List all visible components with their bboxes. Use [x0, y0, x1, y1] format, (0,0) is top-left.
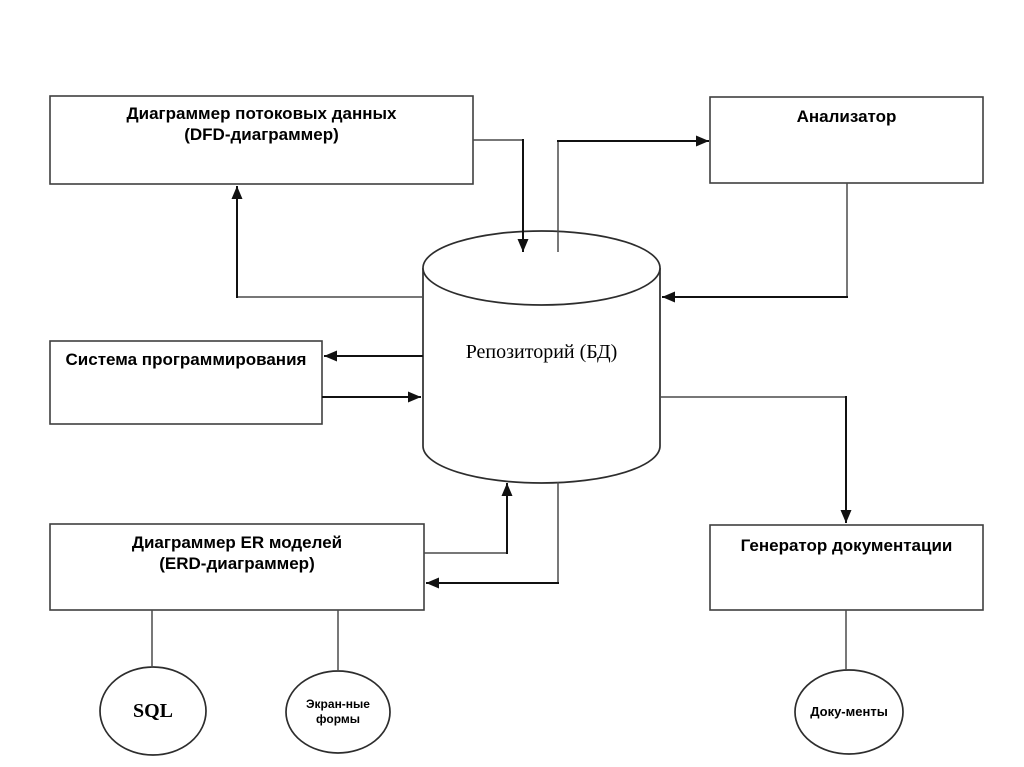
dfd-diagrammer-label: Диаграммер потоковых данных (DFD-диаграм…	[50, 103, 473, 145]
repository-cylinder	[422, 230, 661, 484]
erd-diagrammer-label-line2: (ERD-диаграммер)	[159, 554, 315, 573]
doc-generator-label: Генератор документации	[710, 535, 983, 556]
programming-system-box	[49, 340, 323, 425]
arrow-analyzer-to-repository	[662, 183, 848, 303]
erd-diagrammer-box	[49, 523, 425, 611]
screen-forms-label: Экран-ные формы	[286, 697, 390, 727]
sql-label: SQL	[132, 700, 174, 722]
repository-label: Репозиторий (БД)	[465, 341, 618, 363]
dfd-diagrammer-label-line2: (DFD-диаграммер)	[184, 125, 339, 144]
arrow-repository-to-analyzer	[557, 135, 709, 252]
documents-label: Доку-менты	[810, 704, 888, 719]
arrow-erd-to-repository	[424, 483, 513, 554]
arrow-repository-to-doc-generator	[660, 396, 852, 523]
programming-system-label-line1: Система программирования	[65, 350, 307, 369]
sql-ellipse	[99, 666, 207, 756]
dfd-diagrammer-label-line1: Диаграммер потоковых данных	[126, 104, 397, 123]
screen-forms-label-line2: формы	[316, 712, 360, 726]
screen-forms-label-line1: Экран-ные	[306, 697, 370, 711]
doc-generator-box	[709, 524, 984, 611]
arrow-repository-to-erd	[426, 482, 559, 589]
erd-diagrammer-label: Диаграммер ER моделей (ERD-диаграммер)	[50, 532, 424, 574]
dfd-diagrammer-box	[49, 95, 474, 185]
doc-generator-label-line1: Генератор документации	[740, 536, 953, 555]
arrow-dfd-to-repository	[473, 139, 529, 252]
documents-ellipse	[794, 669, 904, 755]
analyzer-box	[709, 96, 984, 184]
erd-diagrammer-label-line1: Диаграммер ER моделей	[131, 533, 343, 552]
analyzer-label-line1: Анализатор	[796, 107, 897, 126]
programming-system-label: Система программирования	[50, 349, 322, 370]
arrow-repository-to-dfd	[231, 186, 423, 298]
analyzer-label: Анализатор	[710, 106, 983, 127]
